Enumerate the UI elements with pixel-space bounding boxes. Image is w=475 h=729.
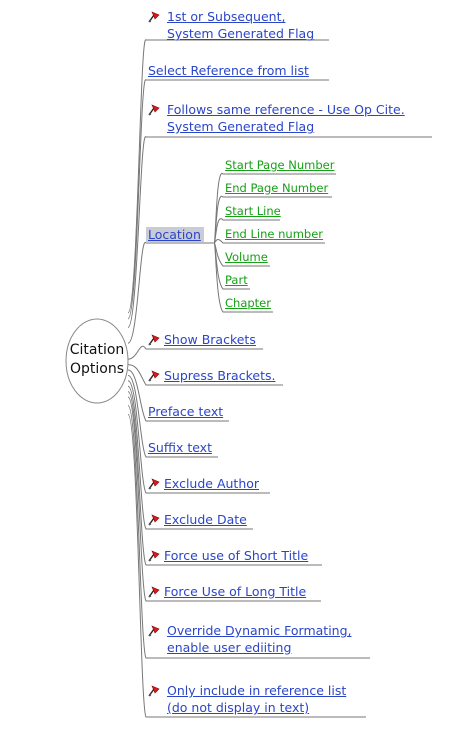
branch-12-line-1: Force Use of Long Title	[164, 584, 307, 599]
branch-6-line-1: Supress Brackets.	[164, 368, 276, 383]
branch-2-label[interactable]: Select Reference from list	[148, 62, 309, 79]
branch-4-line-1: Location	[146, 227, 204, 242]
branch-8-label[interactable]: Suffix text	[148, 439, 212, 456]
branch-9-label[interactable]: Exclude Author	[164, 475, 259, 492]
location-child-1[interactable]: Start Page Number	[225, 158, 335, 172]
branch-14-line-2: (do not display in text)	[167, 700, 310, 715]
location-child-2[interactable]: End Page Number	[225, 181, 329, 195]
branch-11-line-1: Force use of Short Title	[164, 548, 309, 563]
branch-13-line-2: enable user ediiting	[167, 640, 292, 655]
branch-3-line-2: System Generated Flag	[167, 119, 315, 134]
branch-13-line-1: Override Dynamic Formating,	[167, 623, 352, 638]
red-flag-icon	[148, 550, 160, 562]
branch-14-label[interactable]: Only include in reference list (do not di…	[167, 682, 346, 716]
branch-7-label[interactable]: Preface text	[148, 403, 223, 420]
location-child-4[interactable]: End Line number	[225, 227, 324, 241]
branch-2-line-1: Select Reference from list	[148, 63, 309, 78]
branch-14-line-1: Only include in reference list	[167, 683, 347, 698]
branch-1-line-1: 1st or Subsequent,	[167, 9, 286, 24]
red-flag-icon	[148, 104, 160, 116]
central-node-outline	[65, 318, 129, 404]
red-flag-icon	[148, 586, 160, 598]
branch-5-line-1: Show Brackets	[164, 332, 256, 347]
branch-6-label[interactable]: Supress Brackets.	[164, 367, 275, 384]
location-child-5[interactable]: Volume	[225, 250, 268, 264]
branch-3-label[interactable]: Follows same reference - Use Op Cite. Sys…	[167, 101, 405, 135]
branch-11-label[interactable]: Force use of Short Title	[164, 547, 308, 564]
location-child-3[interactable]: Start Line	[225, 204, 281, 218]
central-node[interactable]: Citation Options	[66, 341, 128, 379]
branch-9-line-1: Exclude Author	[164, 476, 260, 491]
branch-5-label[interactable]: Show Brackets	[164, 331, 256, 348]
red-flag-icon	[148, 370, 160, 382]
red-flag-icon	[148, 478, 160, 490]
branch-10-label[interactable]: Exclude Date	[164, 511, 247, 528]
branch-13-label[interactable]: Override Dynamic Formating, enable user e…	[167, 622, 352, 656]
central-node-line-2: Options	[69, 361, 125, 377]
branch-1-label[interactable]: 1st or Subsequent, System Generated Flag	[167, 8, 314, 42]
red-flag-icon	[148, 334, 160, 346]
red-flag-icon	[148, 625, 160, 637]
connector-lines	[127, 39, 432, 718]
central-node-line-1: Citation	[69, 342, 125, 358]
branch-12-label[interactable]: Force Use of Long Title	[164, 583, 306, 600]
location-child-7[interactable]: Chapter	[225, 296, 271, 310]
branch-3-line-1: Follows same reference - Use Op Cite.	[167, 102, 405, 117]
red-flag-icon	[148, 685, 160, 697]
branch-4-label[interactable]: Location	[146, 226, 204, 243]
red-flag-icon	[148, 514, 160, 526]
branch-8-line-1: Suffix text	[148, 440, 212, 455]
branch-1-line-2: System Generated Flag	[167, 26, 315, 41]
branch-10-line-1: Exclude Date	[164, 512, 247, 527]
red-flag-icon	[148, 11, 160, 23]
branch-7-line-1: Preface text	[148, 404, 224, 419]
location-child-6[interactable]: Part	[225, 273, 248, 287]
